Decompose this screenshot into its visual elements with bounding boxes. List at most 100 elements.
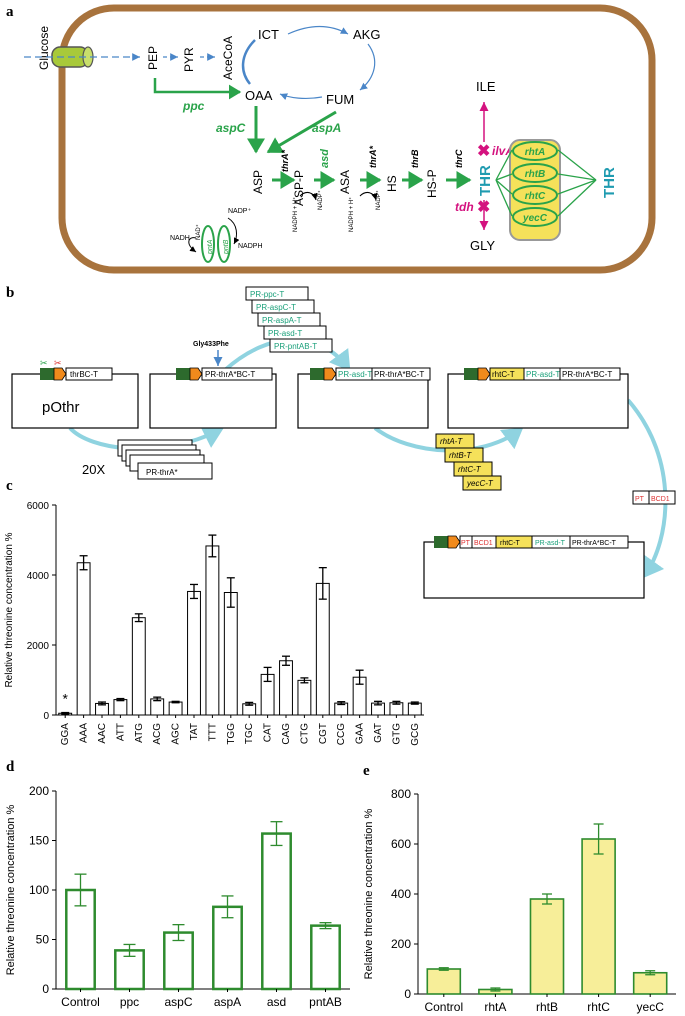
gene-thra-1: thrA* bbox=[280, 150, 290, 172]
x-tick-label: CTG bbox=[299, 723, 310, 744]
panel-label-c: c bbox=[6, 478, 13, 494]
bar-aspA bbox=[212, 905, 243, 991]
export-out-4 bbox=[557, 179, 597, 217]
x-tick-label: aspC bbox=[164, 995, 192, 1009]
promoter-3 bbox=[310, 368, 324, 380]
p5-gene-3: rhtC-T bbox=[500, 540, 521, 547]
stack1-label: PR-pntAB-T bbox=[274, 342, 317, 351]
panel-label-b: b bbox=[6, 285, 14, 301]
cofactor-nadph-1: NADPH + H⁺ bbox=[292, 197, 299, 232]
scissors-icon-1a: ✂ bbox=[40, 358, 48, 368]
bar-AGC bbox=[168, 701, 183, 716]
stack1-label: PR-asd-T bbox=[268, 329, 302, 338]
metabolite-asa: ASA bbox=[338, 170, 352, 194]
bar-pntAB bbox=[310, 924, 341, 991]
x-tick-label: AGC bbox=[171, 723, 182, 745]
plasmid-3 bbox=[297, 373, 429, 429]
bar-yecC bbox=[632, 971, 668, 995]
panel-label-a: a bbox=[6, 4, 14, 20]
x-tick-label: CCG bbox=[336, 723, 347, 745]
gene-tdh: tdh bbox=[455, 200, 474, 214]
x-tick-label: CAG bbox=[281, 723, 292, 745]
tca-arrow-acecoa-oaa bbox=[241, 39, 256, 85]
bar-aspC bbox=[163, 931, 194, 991]
bar-TTT bbox=[205, 545, 220, 716]
library-count: 20X bbox=[82, 462, 105, 477]
bar-CGT bbox=[315, 582, 330, 716]
export-out-1 bbox=[557, 149, 597, 181]
insert-pt: PT bbox=[635, 496, 645, 503]
metabolite-acecoa: AceCoA bbox=[221, 36, 235, 80]
x-tick-label: ppc bbox=[120, 995, 139, 1009]
gene-aspa: aspA bbox=[312, 121, 341, 135]
gene-thrbc-t: thrBC-T bbox=[70, 370, 98, 379]
panel-a: a Glucose PEP PYR AceCoA ICT AKG OAA FUM… bbox=[6, 4, 656, 274]
cofactor-nad: NAD⁺ bbox=[195, 224, 202, 240]
export-line-3 bbox=[495, 179, 513, 195]
metabolite-ict: ICT bbox=[258, 27, 279, 42]
metabolite-fum: FUM bbox=[326, 92, 354, 107]
y-tick-label: 600 bbox=[391, 837, 411, 851]
plasmid-2 bbox=[149, 373, 277, 429]
x-tick-label: CAT bbox=[263, 723, 274, 742]
x-tick-label: Control bbox=[61, 995, 100, 1009]
x-tick-label: Control bbox=[424, 1000, 463, 1014]
bar-AAA bbox=[76, 562, 91, 716]
x-tick-label: TTT bbox=[207, 723, 218, 741]
x-tick-label: ACG bbox=[152, 723, 163, 745]
exporter-rhtC bbox=[512, 185, 558, 205]
exporter-label-rhtB: rhtB bbox=[525, 169, 546, 180]
y-tick-label: 200 bbox=[29, 784, 49, 798]
x-tick-label: ATG bbox=[134, 723, 145, 743]
bar-rhtB bbox=[529, 898, 565, 995]
exporter-label-yecC: yecC bbox=[522, 213, 548, 224]
exporter-label-rhtA: rhtA bbox=[525, 147, 546, 158]
panel-label-e: e bbox=[363, 763, 370, 779]
bar-Control bbox=[426, 968, 462, 995]
metabolite-hs-p: HS-P bbox=[425, 169, 439, 198]
promoter-cassette-1 bbox=[40, 367, 67, 381]
bar-GCG bbox=[407, 702, 422, 716]
ppc-arrow bbox=[153, 78, 242, 100]
stack2-label: rhtA-T bbox=[440, 437, 463, 446]
rbs-3 bbox=[323, 367, 337, 381]
x-tick-label: ATT bbox=[115, 723, 126, 741]
y-axis-label: Relative threonine concentration % bbox=[363, 808, 375, 979]
knockout-mark-ilva: ✖ bbox=[477, 143, 490, 160]
cofactor-nadph-2: NADPH + H⁺ bbox=[348, 197, 355, 232]
y-tick-label: 2000 bbox=[27, 641, 50, 652]
gene-ppc: ppc bbox=[182, 99, 205, 113]
x-tick-label: rhtA bbox=[484, 1000, 506, 1014]
exporter-rhtA bbox=[512, 141, 558, 161]
gene-stack-1: PR-ppc-TPR-aspC-TPR-aspA-TPR-asd-TPR-pnt… bbox=[245, 286, 333, 353]
cell-membrane bbox=[58, 4, 656, 274]
cofactor-nadh: NADH bbox=[170, 235, 190, 242]
promoter-5 bbox=[434, 536, 448, 548]
plasmid-5 bbox=[423, 541, 645, 599]
x-tick-label: TAT bbox=[189, 723, 200, 740]
p5-gene-4: PR-asd-T bbox=[535, 540, 566, 547]
tca-arrow-akg-fum bbox=[359, 43, 376, 91]
x-tick-label: GAT bbox=[373, 723, 384, 743]
x-tick-label: GGA bbox=[60, 723, 71, 746]
x-tick-label: pntAB bbox=[309, 995, 342, 1009]
metabolite-asp-p: ASP-P bbox=[292, 170, 306, 206]
gene-pr-thra-bc-t: PR-thrA*BC-T bbox=[205, 370, 255, 379]
x-tick-label: GAA bbox=[355, 723, 366, 744]
stack2-label: rhtB-T bbox=[449, 451, 472, 460]
y-tick-label: 200 bbox=[391, 937, 411, 951]
bar-CAG bbox=[279, 660, 293, 716]
gene-thrb: thrB bbox=[410, 149, 420, 168]
stack1-label: PR-aspC-T bbox=[256, 303, 296, 312]
y-tick-label: 50 bbox=[36, 933, 50, 947]
plasmid-4 bbox=[447, 373, 629, 429]
y-tick-label: 400 bbox=[391, 887, 411, 901]
bar-ACG bbox=[150, 698, 165, 716]
